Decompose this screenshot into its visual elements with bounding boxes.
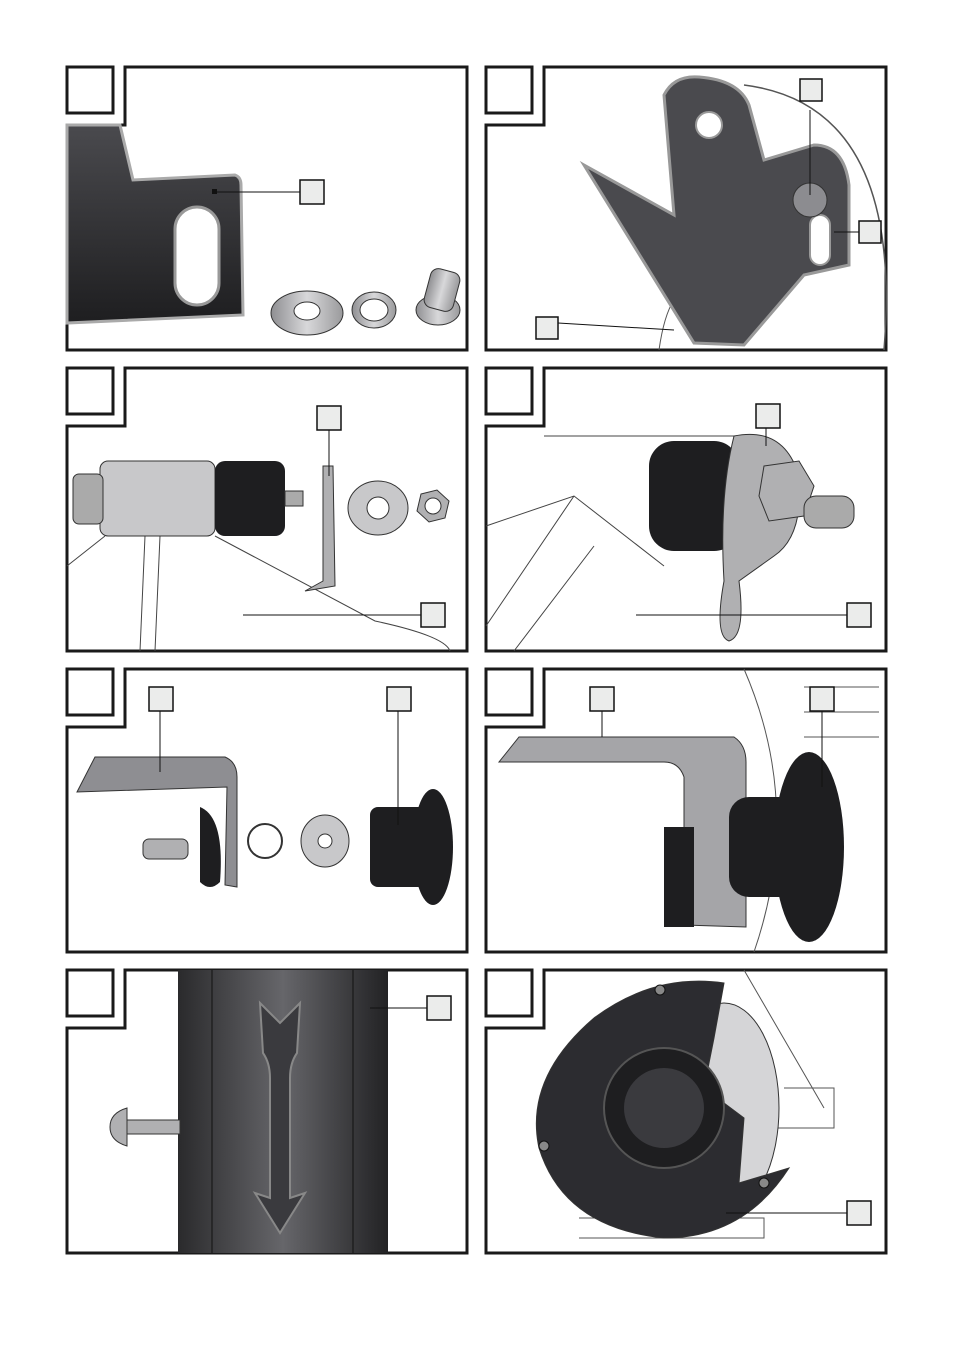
illustration-shape (66, 535, 451, 652)
figure-panel-2 (484, 65, 888, 352)
figure-number-box (484, 366, 534, 416)
figure-number-box (65, 667, 115, 717)
illustration-shape (624, 1068, 704, 1148)
screw-icon (538, 1140, 550, 1152)
tool-rest-pin (304, 465, 336, 592)
frame (65, 65, 469, 352)
figure-panel-7 (65, 968, 469, 1255)
illustration-shape (65, 366, 469, 653)
illustration-shape (359, 298, 389, 322)
figure-number-box (484, 65, 534, 115)
illustration-shape (485, 435, 744, 652)
illustration-shape (109, 1107, 128, 1147)
figure-panel-3 (65, 366, 469, 653)
figure-number-box (65, 968, 115, 1018)
illustration-shape (484, 667, 888, 954)
callout-box (148, 686, 174, 712)
illustration-shape (72, 473, 104, 525)
rubber-spacer (649, 441, 739, 551)
figure-panel-5 (65, 667, 469, 954)
direction-arrow-icon (252, 1000, 308, 1235)
illustration-shape (484, 366, 888, 653)
illustration-shape (664, 827, 694, 927)
callout-box (589, 686, 615, 712)
callout-box (799, 78, 823, 102)
callout-box (299, 179, 325, 205)
eye-shield-bracket (76, 756, 238, 888)
callout-box (386, 686, 412, 712)
illustration-shape (317, 833, 333, 849)
illustration-shape (424, 497, 442, 515)
carriage-bolt (142, 838, 189, 860)
callout-box (535, 316, 559, 340)
lock-washer (247, 823, 283, 859)
illustration-shape (484, 65, 888, 352)
illustration-shape (200, 807, 221, 887)
figure-number-box (65, 65, 115, 115)
illustration-shape (173, 205, 221, 307)
shaft-sleeve (99, 460, 216, 537)
eye-shield-bracket (497, 736, 747, 928)
callout-box (846, 1200, 872, 1226)
screw-icon (758, 1177, 770, 1189)
illustration-shape (413, 789, 453, 905)
figure-panel-1 (65, 65, 469, 352)
figure-panel-4 (484, 366, 888, 653)
illustration-shape (65, 667, 469, 954)
figure-number-box (484, 667, 534, 717)
illustration-shape (743, 84, 887, 351)
callout-box (426, 995, 452, 1021)
angle-bracket (579, 75, 851, 347)
illustration-shape (65, 968, 469, 1255)
screw-icon (654, 984, 666, 996)
callout-box (809, 686, 835, 712)
figure-panel-6 (484, 667, 888, 954)
callout-box (755, 403, 781, 429)
illustration-shape (774, 752, 844, 942)
rubber-spacer (215, 461, 285, 536)
illustration-shape (366, 496, 390, 520)
callout-box (858, 220, 882, 244)
callout-box (316, 405, 342, 431)
illustration-shape (484, 968, 888, 1255)
illustration-shape (212, 189, 217, 194)
bolt-thread (423, 268, 461, 312)
carriage-bolt (124, 1119, 181, 1135)
figure-panel-8 (484, 968, 888, 1255)
figure-number-box (484, 968, 534, 1018)
figure-number-box (65, 366, 115, 416)
threaded-bolt (803, 495, 855, 529)
illustration-shape (809, 214, 831, 266)
callout-box (846, 602, 872, 628)
illustration-shape (695, 111, 723, 139)
illustration-shape (293, 301, 321, 321)
callout-box (420, 602, 446, 628)
illustration-shape (284, 490, 304, 507)
illustration-shape (557, 322, 675, 331)
